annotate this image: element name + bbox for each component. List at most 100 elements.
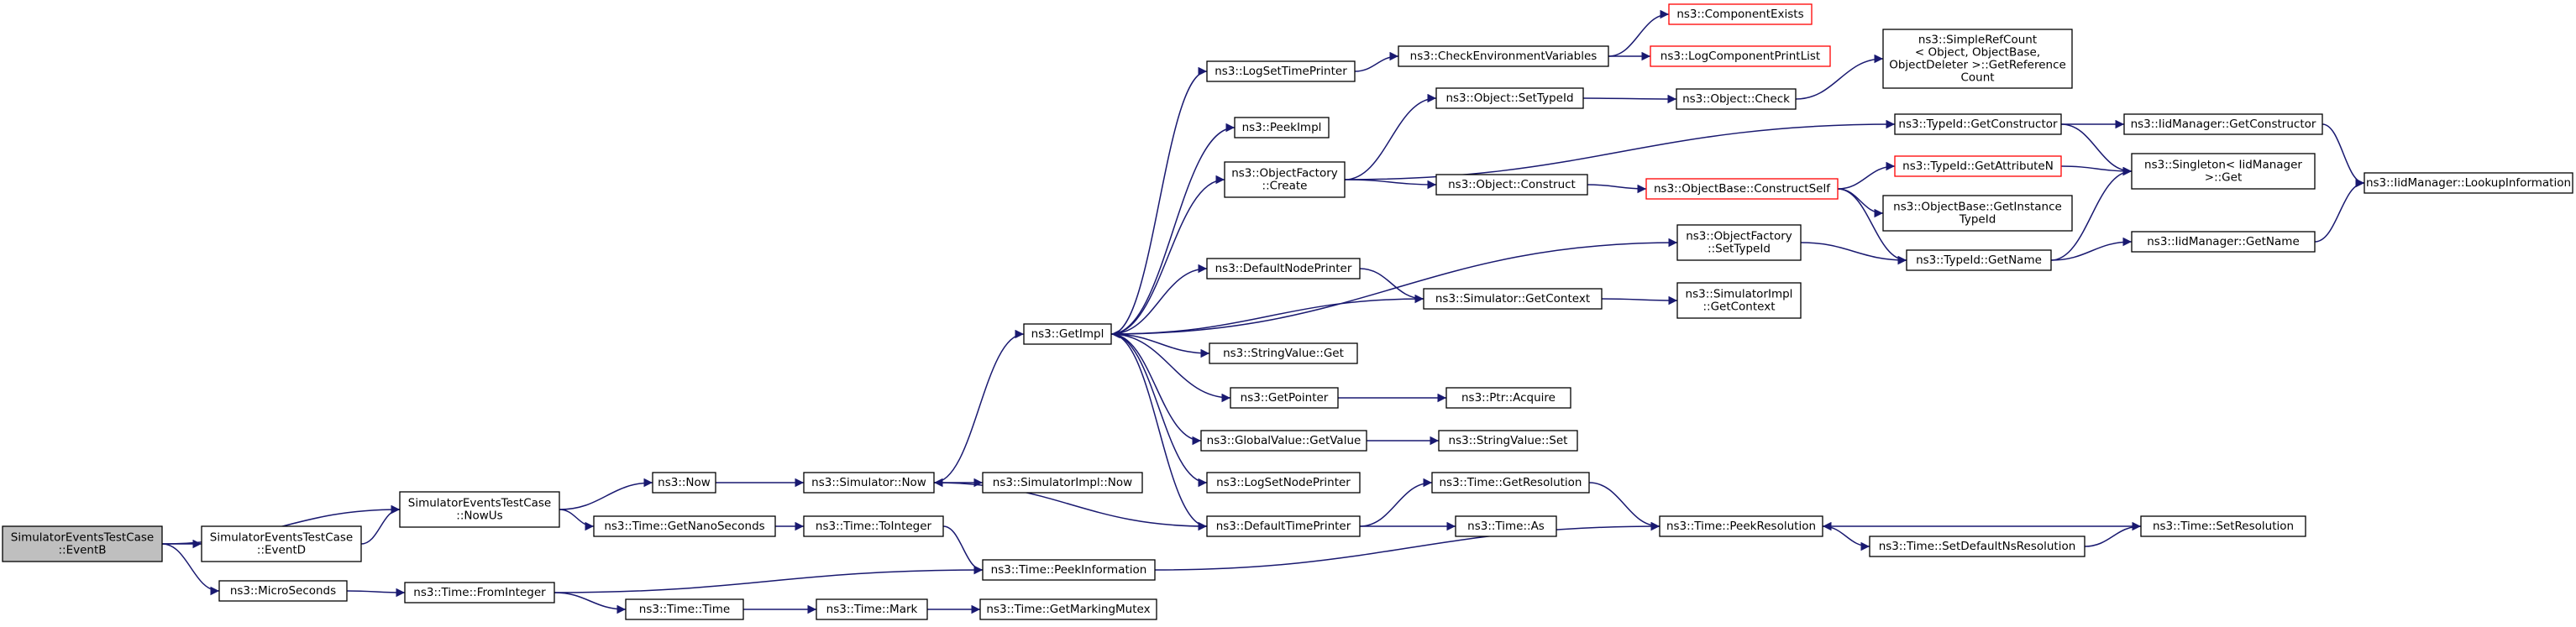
node-label: ObjectDeleter >::GetReference bbox=[1889, 59, 2066, 72]
edge-event-b-to-micro-seconds bbox=[161, 543, 220, 596]
node-get-pointer[interactable]: ns3::GetPointer bbox=[1230, 387, 1339, 409]
node-box bbox=[1423, 288, 1603, 310]
node-event-b[interactable]: SimulatorEventsTestCase::EventB bbox=[2, 525, 163, 562]
node-ofcreate[interactable]: ns3::ObjectFactory::Create bbox=[1224, 161, 1346, 198]
node-obj-check[interactable]: ns3::Object::Check bbox=[1676, 88, 1797, 110]
node-gvget-value[interactable]: ns3::GlobalValue::GetValue bbox=[1200, 430, 1367, 452]
node-iid-get-name[interactable]: ns3::IidManager::GetName bbox=[2131, 231, 2316, 253]
node-time-as[interactable]: ns3::Time::As bbox=[1455, 515, 1557, 537]
node-get-impl[interactable]: ns3::GetImpl bbox=[1023, 323, 1112, 345]
edge-type-id-get-name-to-singleton-get bbox=[2050, 166, 2133, 261]
edge-iid-get-constructor-to-lookup-information bbox=[2322, 123, 2365, 188]
edge-peek-information-to-peek-resolution bbox=[1154, 521, 1660, 571]
node-label: ns3::GetImpl bbox=[1031, 327, 1104, 341]
node-label: ns3::Ptr::Acquire bbox=[1461, 391, 1556, 405]
node-peek-impl[interactable]: ns3::PeekImpl bbox=[1234, 117, 1330, 138]
node-box bbox=[1234, 117, 1330, 138]
node-log-set-node-printer[interactable]: ns3::LogSetNodePrinter bbox=[1206, 472, 1361, 494]
edge-obj-construct-to-construct-self bbox=[1587, 184, 1647, 194]
node-log-set-time-printer[interactable]: ns3::LogSetTimePrinter bbox=[1206, 60, 1356, 82]
node-get-attribute-n[interactable]: ns3::TypeId::GetAttributeN bbox=[1894, 155, 2062, 177]
node-label: SimulatorEventsTestCase bbox=[408, 497, 551, 510]
node-component-exists[interactable]: ns3::ComponentExists bbox=[1668, 3, 1813, 25]
edge-default-time-printer-to-sim-now bbox=[933, 478, 1208, 527]
node-string-value-get[interactable]: ns3::StringValue::Get bbox=[1209, 342, 1358, 364]
node-get-constructor[interactable]: ns3::TypeId::GetConstructor bbox=[1894, 113, 2062, 135]
node-iid-get-constructor[interactable]: ns3::IidManager::GetConstructor bbox=[2123, 113, 2323, 135]
edge-check-env-to-component-exists bbox=[1608, 9, 1670, 57]
edge-sim-now-to-get-impl bbox=[933, 329, 1025, 483]
node-box bbox=[1206, 472, 1361, 494]
node-get-resolution[interactable]: ns3::Time::GetResolution bbox=[1431, 472, 1590, 494]
node-sim-impl-now[interactable]: ns3::SimulatorImpl::Now bbox=[982, 472, 1143, 494]
node-label: ns3::LogSetNodePrinter bbox=[1216, 476, 1351, 489]
node-label: ns3::SimulatorImpl::Now bbox=[993, 476, 1132, 489]
node-check-env[interactable]: ns3::CheckEnvironmentVariables bbox=[1398, 45, 1609, 67]
node-label: ns3::ComponentExists bbox=[1676, 8, 1803, 21]
node-box bbox=[1431, 472, 1590, 494]
node-box bbox=[1894, 155, 2062, 177]
node-box bbox=[1435, 87, 1584, 109]
node-sim-impl-get-context[interactable]: ns3::SimulatorImpl::GetContext bbox=[1676, 282, 1802, 319]
node-box bbox=[2131, 153, 2316, 190]
node-set-resolution[interactable]: ns3::Time::SetResolution bbox=[2140, 515, 2306, 537]
node-ptr-acquire[interactable]: ns3::Ptr::Acquire bbox=[1445, 387, 1571, 409]
node-box bbox=[1230, 387, 1339, 409]
edge-type-id-get-name-to-iid-get-name bbox=[2050, 237, 2133, 261]
node-box bbox=[2364, 172, 2573, 194]
node-string-value-set[interactable]: ns3::StringValue::Set bbox=[1438, 430, 1578, 452]
edge-construct-self-to-type-id-get-name bbox=[1837, 188, 1907, 265]
node-ofset-type-id[interactable]: ns3::ObjectFactory::SetTypeId bbox=[1676, 224, 1802, 261]
node-now-us[interactable]: SimulatorEventsTestCase::NowUs bbox=[399, 491, 560, 528]
node-box bbox=[625, 598, 744, 620]
edge-micro-seconds-to-from-integer bbox=[346, 588, 406, 598]
node-obj-set-type-id[interactable]: ns3::Object::SetTypeId bbox=[1435, 87, 1584, 109]
node-box bbox=[1882, 29, 2073, 89]
node-now[interactable]: ns3::Now bbox=[652, 472, 716, 494]
node-sim-get-context[interactable]: ns3::Simulator::GetContext bbox=[1423, 288, 1603, 310]
node-simple-ref-count[interactable]: ns3::SimpleRefCount< Object, ObjectBase,… bbox=[1882, 29, 2073, 89]
node-box bbox=[1882, 195, 2073, 232]
node-label: < Object, ObjectBase, bbox=[1915, 46, 2040, 60]
node-get-nano-seconds[interactable]: ns3::Time::GetNanoSeconds bbox=[593, 515, 776, 537]
node-log-component-print-list[interactable]: ns3::LogComponentPrintList bbox=[1650, 45, 1831, 67]
node-get-marking-mutex[interactable]: ns3::Time::GetMarkingMutex bbox=[979, 598, 1157, 620]
node-obj-construct[interactable]: ns3::Object::Construct bbox=[1435, 174, 1588, 196]
node-micro-seconds[interactable]: ns3::MicroSeconds bbox=[218, 580, 348, 602]
node-label: ns3::StringValue::Set bbox=[1449, 434, 1568, 447]
edge-construct-self-to-get-instance-type-id bbox=[1837, 188, 1884, 218]
node-box bbox=[1668, 3, 1813, 25]
node-lookup-information[interactable]: ns3::IidManager::LookupInformation bbox=[2364, 172, 2573, 194]
node-sim-now[interactable]: ns3::Simulator::Now bbox=[803, 472, 935, 494]
node-from-integer[interactable]: ns3::Time::FromInteger bbox=[404, 582, 555, 603]
edge-default-time-printer-to-get-resolution bbox=[1359, 478, 1433, 527]
node-default-time-printer[interactable]: ns3::DefaultTimePrinter bbox=[1206, 515, 1361, 537]
node-singleton-get[interactable]: ns3::Singleton< IidManager>::Get bbox=[2131, 153, 2316, 190]
edge-sim-get-context-to-get-impl bbox=[1110, 298, 1424, 339]
node-box bbox=[404, 582, 555, 603]
node-event-d[interactable]: SimulatorEventsTestCase::EventD bbox=[201, 525, 362, 562]
node-label: ns3::Time::As bbox=[1467, 520, 1545, 533]
node-label: ::Create bbox=[1262, 180, 1308, 193]
edge-ofcreate-to-obj-set-type-id bbox=[1344, 93, 1437, 180]
node-to-integer[interactable]: ns3::Time::ToInteger bbox=[803, 515, 944, 537]
node-default-node-printer[interactable]: ns3::DefaultNodePrinter bbox=[1206, 258, 1361, 280]
node-type-id-get-name[interactable]: ns3::TypeId::GetName bbox=[1906, 249, 2052, 271]
node-box bbox=[1200, 430, 1367, 452]
node-box bbox=[2140, 515, 2306, 537]
node-box bbox=[1676, 88, 1797, 110]
node-construct-self[interactable]: ns3::ObjectBase::ConstructSelf bbox=[1645, 178, 1839, 200]
node-box bbox=[1894, 113, 2062, 135]
node-time-time[interactable]: ns3::Time::Time bbox=[625, 598, 744, 620]
node-box bbox=[1650, 45, 1831, 67]
node-label: SimulatorEventsTestCase bbox=[11, 531, 154, 545]
node-label: ns3::Simulator::Now bbox=[811, 476, 926, 489]
node-label: ::SetTypeId bbox=[1708, 243, 1771, 256]
node-peek-resolution[interactable]: ns3::Time::PeekResolution bbox=[1659, 515, 1823, 537]
node-label: ns3::Now bbox=[658, 476, 711, 489]
node-peek-information[interactable]: ns3::Time::PeekInformation bbox=[982, 559, 1156, 581]
node-mark[interactable]: ns3::Time::Mark bbox=[816, 598, 928, 620]
edge-iid-get-name-to-lookup-information bbox=[2314, 178, 2365, 243]
node-set-default-ns-resolution[interactable]: ns3::Time::SetDefaultNsResolution bbox=[1869, 536, 2085, 557]
